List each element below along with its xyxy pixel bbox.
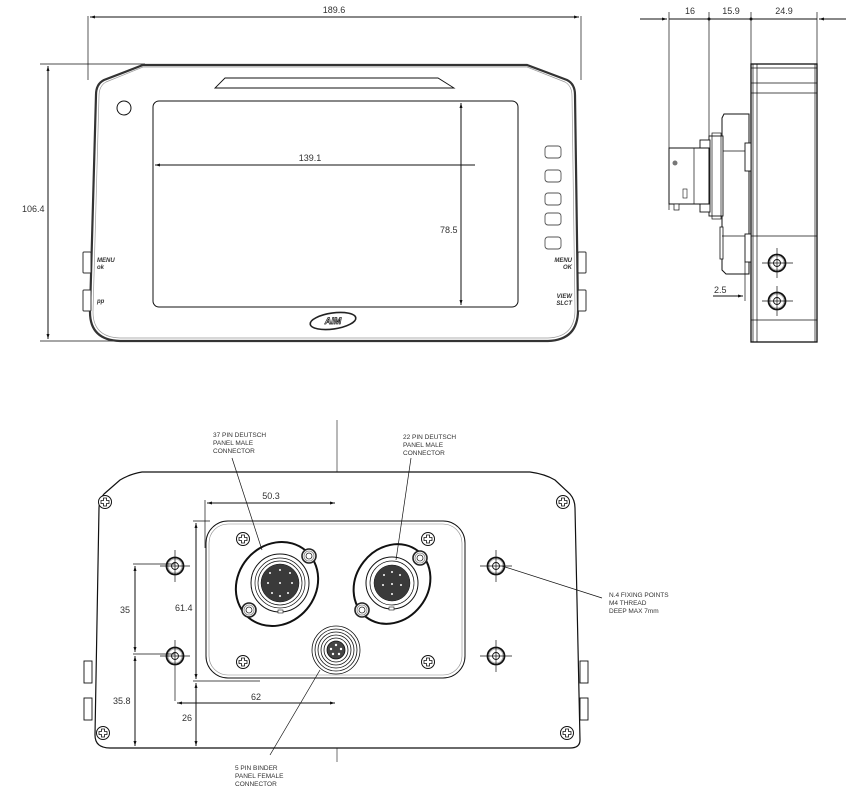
corner-screw-tr [556,495,570,509]
svg-text:PANEL MALE: PANEL MALE [213,440,254,447]
dim-35: 35 [120,605,130,615]
svg-text:N.4 FIXING POINTS: N.4 FIXING POINTS [609,592,669,599]
alarm-leds [544,145,562,250]
svg-text:37 PIN DEUTSCH: 37 PIN DEUTSCH [213,432,266,439]
light-sensor-icon [116,100,132,116]
led-3 [544,192,562,206]
left-button-bottom [82,289,92,312]
left-button-top-label-2: ok [97,265,105,271]
dim-62: 62 [251,692,261,702]
label-5-pin: 5 PIN BINDER PANEL FEMALE CONNECTOR [235,765,284,788]
led-2 [544,169,562,183]
svg-text:CONNECTOR: CONNECTOR [235,781,277,788]
led-5 [544,236,562,250]
dim-26: 26 [182,713,192,723]
svg-text:PANEL FEMALE: PANEL FEMALE [235,773,284,780]
panel-screw-bl [236,655,250,669]
svg-text:M4 THREAD: M4 THREAD [609,600,647,607]
right-button-top [577,251,587,274]
right-button-bottom [577,289,587,312]
screen-width-dimension: 139.1 [299,153,322,163]
aim-logo-icon: AIM [309,311,357,331]
offset-dimension: 2.5 [714,285,727,295]
corner-screw-br [560,726,574,740]
rear-view: 50.3 35 35.8 61.4 26 62 37 PIN DEUTSCH P… [83,420,669,788]
panel-screw-tr [421,532,435,546]
left-button-top-label: MENU [97,258,115,264]
corner-screw-bl [96,726,110,740]
depth-dim-2: 15.9 [722,6,740,16]
corner-screw-tl [98,495,112,509]
right-button-top-label-2: OK [563,265,573,271]
svg-text:CONNECTOR: CONNECTOR [213,448,255,455]
screen-height-dimension: 78.5 [440,225,458,235]
svg-text:PANEL MALE: PANEL MALE [403,442,444,449]
right-button-top-label: MENU [554,258,572,264]
front-view: 189.6 106.4 139.1 78.5 MEN [22,5,587,343]
svg-text:5 PIN BINDER: 5 PIN BINDER [235,765,278,772]
left-button-bottom-label: pp [96,299,105,305]
label-22-pin: 22 PIN DEUTSCH PANEL MALE CONNECTOR [403,434,456,457]
panel-screw-tl [236,532,250,546]
connector-5-pin-icon [311,625,361,675]
led-1 [544,145,562,159]
led-4 [544,212,562,226]
side-rear-plate [721,113,750,275]
right-button-bottom-label: VIEW [557,294,574,300]
connector-22-pin-icon [352,543,432,625]
label-fixing-points: N.4 FIXING POINTS M4 THREAD DEEP MAX 7mm [609,592,669,615]
depth-dim-1: 16 [685,6,695,16]
svg-text:DEEP MAX 7mm: DEEP MAX 7mm [609,608,659,615]
panel-screw-br [421,655,435,669]
right-button-bottom-label-2: SLCT [556,301,573,307]
side-connector [668,147,710,205]
width-dimension: 189.6 [323,5,346,15]
shift-light-bar [213,77,456,89]
svg-text:22 PIN DEUTSCH: 22 PIN DEUTSCH [403,434,456,441]
left-button-top [82,251,92,274]
svg-text:AIM: AIM [324,316,342,326]
display-screen [152,100,519,308]
connector-37-pin-icon [234,540,320,628]
svg-text:CONNECTOR: CONNECTOR [403,450,445,457]
dim-35-8: 35.8 [113,696,131,706]
dim-61-4: 61.4 [175,603,193,613]
side-body [750,63,818,343]
depth-dim-3: 24.9 [775,6,793,16]
dim-50-3: 50.3 [262,491,280,501]
label-37-pin: 37 PIN DEUTSCH PANEL MALE CONNECTOR [213,432,266,455]
height-dimension: 106.4 [22,204,45,214]
side-view: 16 15.9 24.9 [640,6,846,343]
